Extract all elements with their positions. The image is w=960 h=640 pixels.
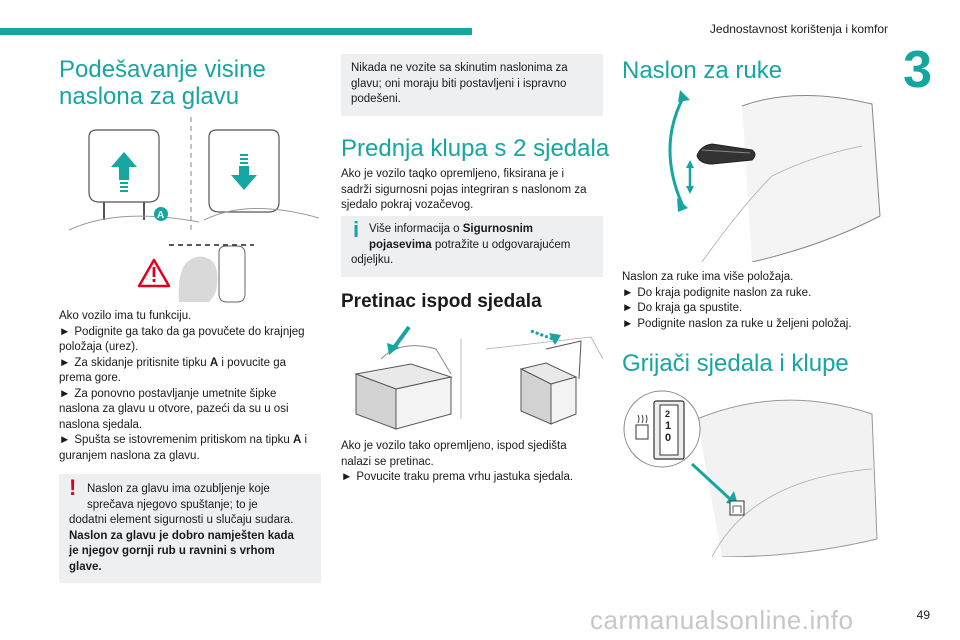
seat-heating-figure: 2 1 0 (623, 390, 878, 557)
headrest-up-illustration (68, 129, 200, 231)
head-silhouette-illustration (178, 245, 246, 303)
watermark: carmanualsonline.info (590, 605, 854, 635)
headrest-warning-box: ! Naslon za glavu ima ozubljenje koje sp… (59, 474, 321, 583)
running-title: Jednostavnost korištenja i komfor (709, 22, 888, 36)
column-headrest: Podešavanje visine naslona za glavu (59, 50, 321, 110)
info-icon: i (353, 217, 360, 242)
svg-text:A: A (157, 210, 164, 221)
switch-label-2: 2 (665, 409, 670, 419)
warning-icon: ! (69, 475, 77, 500)
armrest-figure (668, 90, 881, 262)
headrest-safety-note: Nikada ne vozite sa skinutim naslonima z… (341, 54, 603, 116)
storage-instructions: Ako je vozilo tako opremljeno, ispod sje… (341, 440, 574, 483)
chapter-number: 3 (903, 41, 932, 99)
section-title-seat-heating: Grijači sjedala i klupe (622, 350, 849, 377)
storage-left-illustration (354, 325, 462, 430)
switch-label-1: 1 (665, 420, 671, 432)
under-seat-storage-figure (354, 325, 603, 430)
section-title-headrest: Podešavanje visine naslona za glavu (59, 56, 266, 110)
header-accent-bar (0, 28, 472, 35)
switch-label-0: 0 (665, 432, 671, 444)
headrest-down-illustration (203, 129, 320, 221)
section-title-bench: Prednja klupa s 2 sjedala (341, 135, 610, 162)
headrest-figure: A (68, 117, 320, 303)
armrest-arc-arrow (668, 95, 686, 205)
armrest-instructions: Naslon za ruke ima više položaja. ►Do kr… (622, 271, 852, 330)
section-title-armrest: Naslon za ruke (622, 57, 783, 84)
warning-triangle-icon (137, 258, 171, 288)
headrest-instructions: Ako vozilo ima tu funkciju. ►Podignite g… (59, 310, 308, 462)
storage-right-illustration (485, 329, 603, 425)
heating-switch-illustration: 2 1 0 (635, 400, 685, 460)
seatbelt-info-box: i Više informacija o Sigurnosnim pojasev… (341, 216, 603, 277)
button-a-marker (154, 207, 168, 221)
subsection-title-storage: Pretinac ispod sjedala (341, 291, 542, 312)
seat-heat-icon (635, 414, 649, 440)
bench-description: Ako je vozilo taqko opremljeno, fiksiran… (341, 168, 587, 211)
page-number: 49 (916, 608, 930, 622)
